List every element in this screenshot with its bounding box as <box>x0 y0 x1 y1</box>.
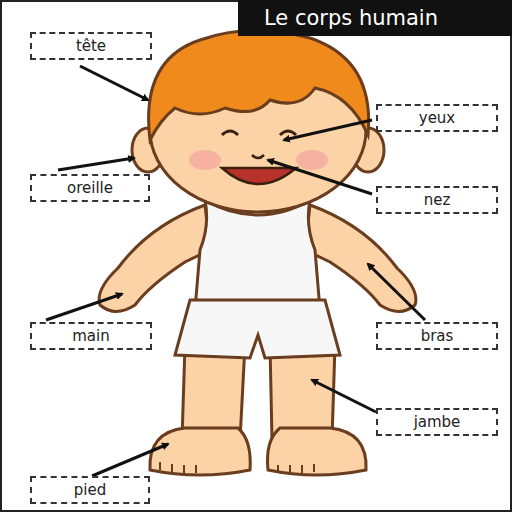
label-box: jambe <box>376 408 498 436</box>
part-label: tête <box>76 38 106 55</box>
title: Le corps humain <box>238 0 512 36</box>
label-box: oreille <box>30 174 150 202</box>
label-box: main <box>30 322 152 350</box>
label-box: tête <box>30 32 152 60</box>
label-box: bras <box>376 322 498 350</box>
label-box: yeux <box>376 104 498 132</box>
label-box: pied <box>30 476 150 504</box>
part-label: bras <box>421 328 454 345</box>
title-band: Le corps humain <box>238 0 512 36</box>
part-label: main <box>72 328 109 345</box>
part-label: nez <box>424 192 451 209</box>
label-box: nez <box>376 186 498 214</box>
part-label: jambe <box>414 414 461 431</box>
leader-lines <box>46 66 425 476</box>
part-label: yeux <box>419 110 456 127</box>
part-label: oreille <box>67 180 113 197</box>
part-label: pied <box>74 482 106 499</box>
